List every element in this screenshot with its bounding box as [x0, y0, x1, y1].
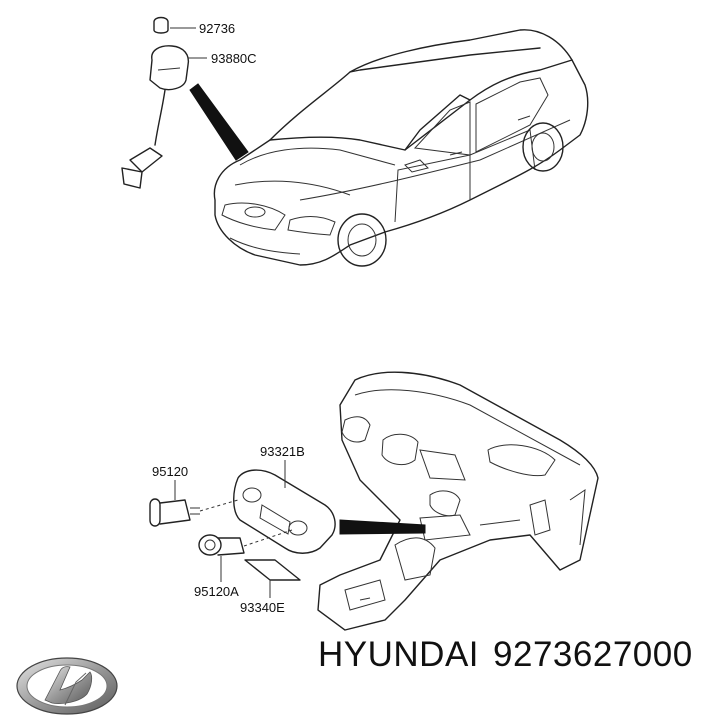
part-93321B-illustration	[233, 460, 336, 554]
part-92736-illustration	[153, 16, 196, 34]
hyundai-logo-icon	[16, 657, 118, 715]
part-caption: HYUNDAI 9273627000	[318, 635, 693, 675]
label-95120A: 95120A	[194, 584, 239, 599]
label-93880C: 93880C	[211, 51, 257, 66]
car-illustration	[213, 29, 589, 267]
part-95120-illustration	[149, 480, 239, 527]
dashboard-illustration	[317, 371, 599, 631]
part-93340E-illustration	[244, 559, 301, 598]
part-95120A-illustration	[198, 529, 293, 582]
label-93340E: 93340E	[240, 600, 285, 615]
label-92736: 92736	[199, 21, 235, 36]
callout-arrow-car	[189, 83, 249, 161]
callout-arrow-dashboard	[339, 519, 426, 535]
brand-name: HYUNDAI	[318, 635, 480, 674]
label-95120: 95120	[152, 464, 188, 479]
part-number: 9273627000	[493, 635, 693, 674]
part-93880C-illustration	[121, 45, 207, 189]
label-93321B: 93321B	[260, 444, 305, 459]
